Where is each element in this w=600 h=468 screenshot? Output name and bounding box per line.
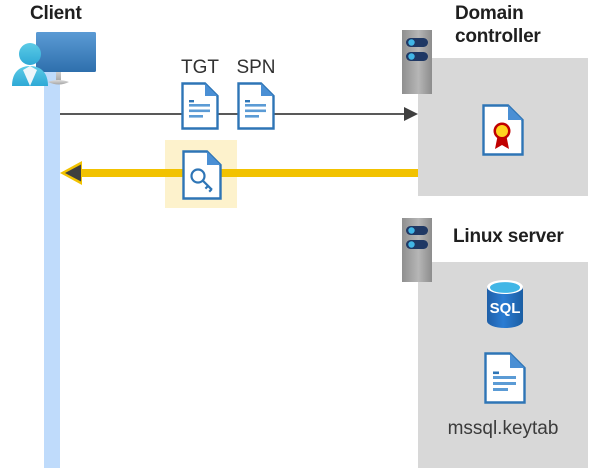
- key-document-icon: [182, 150, 222, 200]
- document-icon-tgt: [181, 82, 219, 130]
- server-rack-icon-linux-server: [402, 218, 436, 282]
- request-arrow: [60, 106, 418, 122]
- server-rack-icon-domain-controller: [402, 30, 436, 94]
- sql-database-icon: SQL: [482, 278, 528, 330]
- client-title: Client: [30, 3, 82, 24]
- keytab-filename-label: mssql.keytab: [447, 418, 559, 439]
- spn-label: SPN: [236, 57, 276, 78]
- tgt-label: TGT: [181, 57, 219, 78]
- client-lifeline: [44, 68, 60, 468]
- document-icon-spn: [237, 82, 275, 130]
- client-workstation-icon: [8, 25, 100, 93]
- linux-server-title: Linux server: [453, 226, 564, 247]
- sql-badge-text: SQL: [490, 300, 521, 317]
- response-arrow: [60, 160, 418, 186]
- document-icon-keytab: [484, 352, 526, 404]
- domain-controller-title: Domain controller: [455, 3, 541, 47]
- certificate-document-icon: [482, 104, 524, 156]
